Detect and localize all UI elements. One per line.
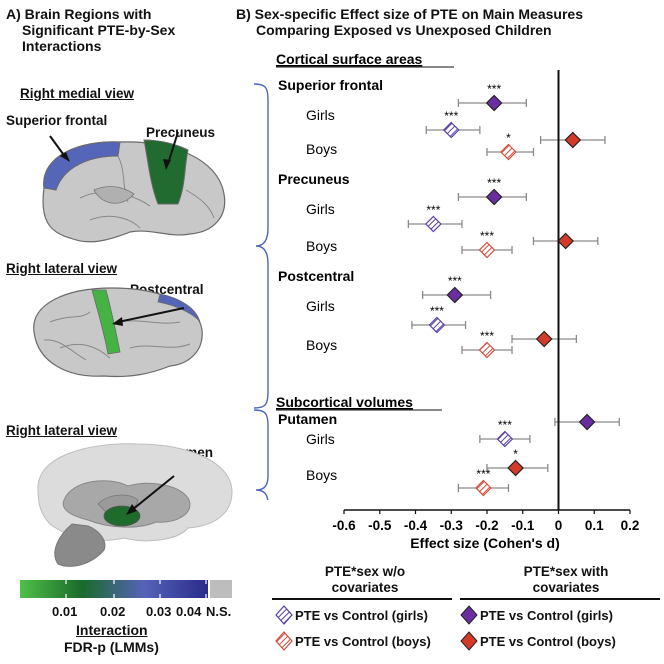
panel-a-title-line3: Interactions: [22, 38, 102, 54]
x-tick-label: -0.6: [332, 518, 356, 533]
forest-plot: Cortical surface areas Superior frontal …: [276, 51, 640, 551]
legend-item-3: PTE vs Control (boys): [480, 634, 616, 649]
row-label-0-0: Girls: [306, 107, 335, 123]
row-label-3-0: Girls: [306, 431, 335, 447]
legend-header-left-line2: covariates: [331, 580, 399, 595]
legend-header-right-rule: [460, 598, 660, 600]
significance-marker: ***: [487, 176, 501, 190]
x-tick-label: -0.3: [440, 518, 464, 533]
panel-a-title-line2: Significant PTE-by-Sex: [22, 22, 176, 38]
x-tick-label: -0.1: [511, 518, 535, 533]
row-label-0-1: Boys: [306, 141, 337, 157]
legend-header-left-line1: PTE*sex w/o: [324, 564, 406, 579]
panel-b-title: B) Sex-specific Effect size of PTE on Ma…: [236, 6, 662, 38]
colorbar-tick-0-01: 0.01: [52, 604, 78, 619]
legend-swatch-solid-red: [460, 631, 478, 651]
estimate-diamond: [475, 479, 492, 497]
legend-header-left-rule: [272, 598, 452, 600]
section-subcortical-title: Subcortical volumes: [276, 394, 413, 410]
x-tick-label: -0.2: [475, 518, 498, 533]
row-label-2-1: Boys: [306, 337, 337, 353]
legend-swatches: [275, 605, 478, 651]
lateral-brain-illustration: [33, 287, 203, 378]
x-tick-label: 0.1: [585, 518, 604, 533]
estimate-diamond: [478, 341, 496, 359]
significance-marker: ***: [430, 304, 444, 318]
colorbar-label-line2: FDR-p (LMMs): [64, 639, 159, 655]
legend-swatch-hatched-red: [275, 631, 293, 651]
legend-item-0: PTE vs Control (girls): [295, 608, 428, 623]
row-label-3-1: Boys: [306, 467, 337, 483]
estimate-diamond: [500, 143, 517, 161]
estimate-diamond: [535, 330, 553, 348]
x-tick-label: -0.4: [404, 518, 428, 533]
section-brackets: [253, 83, 269, 500]
estimate-diamond: [557, 232, 574, 250]
row-label-2-0: Girls: [306, 298, 335, 314]
estimate-diamond: [478, 241, 496, 259]
panel-b-title-line2: Comparing Exposed vs Unexposed Children: [256, 22, 552, 38]
colorbar: [20, 580, 232, 598]
row-label-1-0: Girls: [306, 201, 335, 217]
colorbar-ns-swatch: [210, 580, 232, 598]
significance-marker: ***: [498, 418, 512, 432]
colorbar-gradient: [20, 580, 208, 598]
legend-header-right: PTE*sex with covariates: [476, 564, 656, 596]
x-tick-label: 0.2: [621, 518, 640, 533]
significance-marker: ***: [426, 203, 440, 217]
legend-header-right-line1: PTE*sex with: [523, 564, 609, 579]
panel-a-title-line1: A) Brain Regions with: [6, 6, 152, 22]
estimate-diamond: [428, 316, 446, 334]
legend-item-1: PTE vs Control (boys): [295, 634, 431, 649]
medial-brain-illustration: [42, 131, 226, 243]
estimate-diamond: [425, 215, 442, 233]
estimate-diamond: [496, 430, 514, 448]
estimate-diamond: [564, 131, 582, 149]
superior-frontal-label: Superior frontal: [6, 113, 108, 128]
panel-b-title-line1: B) Sex-specific Effect size of PTE on Ma…: [236, 6, 583, 22]
estimate-diamond: [507, 459, 524, 477]
significance-marker: *: [513, 447, 518, 461]
subcortical-brain-illustration: [37, 443, 233, 567]
significance-marker: ***: [480, 329, 494, 343]
panel-a-title: A) Brain Regions with Significant PTE-by…: [6, 6, 216, 54]
medial-view-title: Right medial view: [20, 86, 135, 101]
legend-header-right-line2: covariates: [532, 580, 600, 595]
significance-marker: ***: [476, 467, 490, 481]
legend-item-2: PTE vs Control (girls): [480, 608, 613, 623]
lateral-view-title: Right lateral view: [6, 261, 118, 276]
significance-marker: ***: [444, 109, 458, 123]
estimate-diamond: [485, 94, 503, 112]
significance-marker: ***: [487, 82, 501, 96]
precuneus-label: Precuneus: [146, 125, 216, 140]
section-cortical-title: Cortical surface areas: [276, 51, 423, 67]
colorbar-label-line1: Interaction: [76, 622, 148, 638]
estimate-diamond: [446, 286, 464, 304]
colorbar-tick-0-04: 0.04: [176, 604, 202, 619]
group-label-3: Putamen: [278, 411, 337, 427]
significance-marker: *: [506, 131, 511, 145]
colorbar-tick-0-03: 0.03: [146, 604, 172, 619]
estimate-diamond: [442, 121, 460, 139]
group-label-2: Postcentral: [278, 268, 354, 284]
x-tick-label: 0: [555, 518, 563, 533]
group-label-0: Superior frontal: [278, 77, 383, 93]
x-tick-label: -0.5: [368, 518, 392, 533]
colorbar-tick-ns: N.S.: [206, 604, 232, 619]
significance-marker: ***: [448, 274, 462, 288]
lateral-view-title-2: Right lateral view: [6, 423, 118, 438]
x-axis-label: Effect size (Cohen's d): [410, 535, 560, 551]
significance-marker: ***: [480, 229, 494, 243]
colorbar-tick-0-02: 0.02: [100, 604, 126, 619]
legend-swatch-solid-purple: [460, 605, 478, 625]
estimate-diamond: [485, 188, 503, 206]
group-label-1: Precuneus: [278, 171, 350, 187]
legend-swatch-hatched-purple: [275, 605, 293, 625]
row-label-1-1: Boys: [306, 238, 337, 254]
legend-header-left: PTE*sex w/o covariates: [290, 564, 440, 596]
estimate-diamond: [578, 413, 596, 431]
